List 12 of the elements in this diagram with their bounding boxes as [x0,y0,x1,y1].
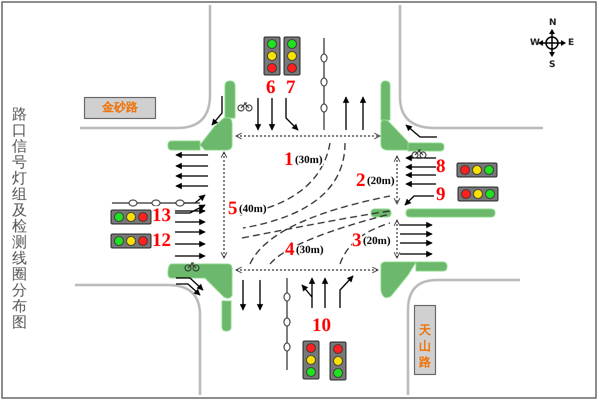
distance-label: (30m) [295,155,322,166]
distance-label: (40m) [239,204,266,215]
distance-label: (20m) [363,236,390,247]
compass-letter: E [568,39,574,48]
compass-letter: N [549,19,557,28]
diagram-title: 路口信号灯组及检测线圈分布图 [12,106,28,330]
distance-label: (30m) [296,245,324,256]
compass-letter: W [530,39,540,48]
road-name-sign: 金砂路 [84,97,156,119]
distance-label: (20m) [367,176,394,187]
compass-letter: S [549,61,556,70]
road-name-sign: 天山路 [414,305,436,375]
